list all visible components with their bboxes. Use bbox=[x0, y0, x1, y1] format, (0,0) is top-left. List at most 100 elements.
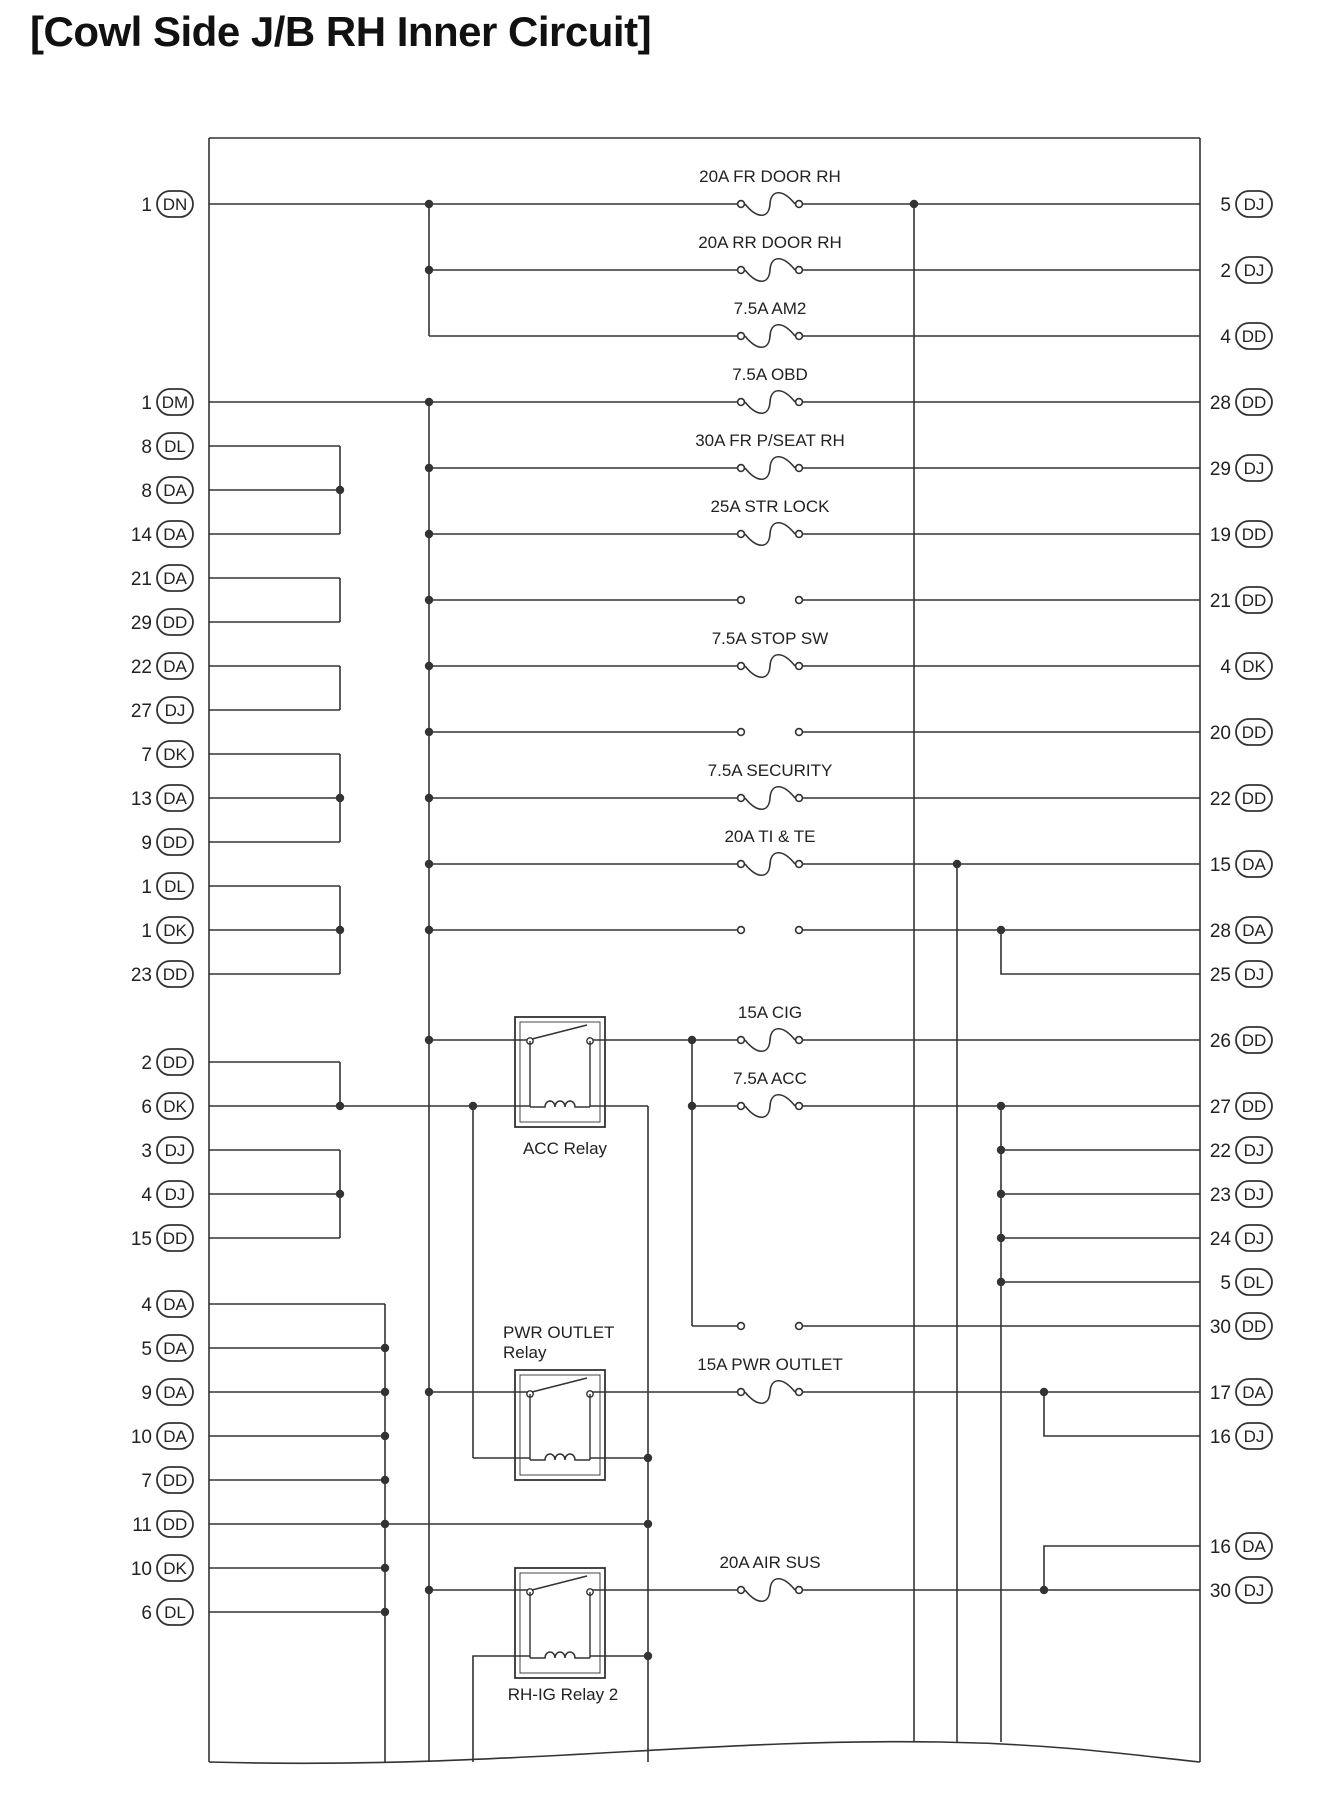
pin-number: 25 bbox=[1210, 965, 1231, 986]
fuse: 20A TI & TE bbox=[724, 827, 816, 877]
connector-oval bbox=[156, 564, 194, 592]
junction-dot bbox=[424, 925, 434, 935]
fuse-terminal bbox=[794, 397, 804, 407]
connector-code: DD bbox=[163, 1471, 188, 1490]
pin-number: 22 bbox=[1210, 1141, 1231, 1162]
pin-number: 1 bbox=[141, 393, 152, 414]
fuse-terminal bbox=[736, 463, 746, 473]
connector-oval bbox=[1235, 190, 1273, 218]
connector-code: DM bbox=[162, 393, 188, 412]
junction-dot bbox=[643, 1519, 653, 1529]
connector-oval bbox=[156, 1598, 194, 1626]
left-terminal: DA5 bbox=[141, 1334, 194, 1362]
connector-oval bbox=[156, 1092, 194, 1120]
fuse-terminal bbox=[794, 265, 804, 275]
connector-oval bbox=[1235, 1180, 1273, 1208]
connector-oval bbox=[1235, 718, 1273, 746]
pin-number: 15 bbox=[1210, 855, 1231, 876]
connector-code: DA bbox=[163, 789, 187, 808]
connector-code: DJ bbox=[165, 701, 186, 720]
right-terminal: DJ5 bbox=[1220, 190, 1273, 218]
left-terminal: DD9 bbox=[141, 828, 194, 856]
connector-code: DA bbox=[163, 1427, 187, 1446]
connector-code: DA bbox=[1242, 921, 1266, 940]
connector-oval bbox=[1235, 256, 1273, 284]
fuse-label: 7.5A STOP SW bbox=[712, 629, 829, 648]
connector-oval bbox=[156, 652, 194, 680]
left-terminal: DL1 bbox=[141, 872, 194, 900]
fuse-terminal bbox=[736, 331, 746, 341]
connector-oval bbox=[1235, 916, 1273, 944]
wire bbox=[1043, 1545, 1200, 1590]
left-terminal: DL8 bbox=[141, 432, 194, 460]
connector-oval bbox=[156, 1334, 194, 1362]
left-terminal: DM 1 bbox=[141, 388, 194, 416]
pin-number: 5 bbox=[141, 1339, 152, 1360]
connector-oval bbox=[156, 1136, 194, 1164]
fuse-element bbox=[744, 389, 796, 415]
fuse-terminal bbox=[736, 265, 746, 275]
junction-dot bbox=[335, 1189, 345, 1199]
fuse-terminal bbox=[736, 859, 746, 869]
connector-oval bbox=[1235, 1092, 1273, 1120]
connector-code: DD bbox=[163, 965, 188, 984]
pin-number: 27 bbox=[131, 701, 152, 722]
fuse-label: 25A STR LOCK bbox=[710, 497, 830, 516]
wire bbox=[1000, 930, 1200, 975]
fuse-terminal bbox=[736, 1035, 746, 1045]
connector-code: DJ bbox=[1244, 195, 1265, 214]
connector-code: DA bbox=[163, 1295, 187, 1314]
pin-number: 20 bbox=[1210, 723, 1231, 744]
pin-number: 4 bbox=[1220, 327, 1231, 348]
relay-box bbox=[514, 1016, 606, 1128]
connector-oval bbox=[1235, 1136, 1273, 1164]
connector-code: DD bbox=[1242, 393, 1267, 412]
fuse: 7.5A STOP SW bbox=[712, 629, 829, 679]
left-terminal: DA8 bbox=[141, 476, 194, 504]
junction-dot bbox=[335, 793, 345, 803]
junction-dot bbox=[380, 1519, 390, 1529]
connector-code: DJ bbox=[1244, 1229, 1265, 1248]
left-terminal: DJ4 bbox=[141, 1180, 194, 1208]
pin-number: 4 bbox=[141, 1295, 152, 1316]
pin-number: 27 bbox=[1210, 1097, 1231, 1118]
junction-dot bbox=[909, 199, 919, 209]
junction-dot bbox=[996, 1277, 1006, 1287]
fuse: 20A AIR SUS bbox=[719, 1553, 821, 1603]
connector-oval bbox=[156, 1510, 194, 1538]
fuse-terminal bbox=[736, 529, 746, 539]
junction-dot bbox=[996, 925, 1006, 935]
fuse-element bbox=[744, 1093, 796, 1119]
connector-oval bbox=[1235, 1422, 1273, 1450]
left-terminal: DA9 bbox=[141, 1378, 194, 1406]
junction-dot bbox=[424, 529, 434, 539]
pin-number: 9 bbox=[141, 1383, 152, 1404]
fuse-terminal bbox=[794, 199, 804, 209]
box-edge-bottom-break bbox=[208, 1740, 1201, 1765]
fuse-element bbox=[744, 653, 796, 679]
connector-oval bbox=[1235, 322, 1273, 350]
fuse-terminal bbox=[794, 1585, 804, 1595]
junction-dot bbox=[996, 1189, 1006, 1199]
junction-dot bbox=[424, 1585, 434, 1595]
fuse-label: 7.5A AM2 bbox=[734, 299, 807, 318]
connector-oval bbox=[1235, 1026, 1273, 1054]
fuse: 15A PWR OUTLET bbox=[697, 1355, 843, 1405]
relay-coil bbox=[530, 1651, 590, 1659]
fuse: 7.5A OBD bbox=[732, 365, 808, 415]
connector-code: DA bbox=[163, 657, 187, 676]
fuse-terminal bbox=[794, 1101, 804, 1111]
wires bbox=[208, 137, 1201, 1765]
connector-oval bbox=[156, 190, 194, 218]
fuse-terminal bbox=[794, 529, 804, 539]
junction-dot bbox=[1039, 1585, 1049, 1595]
fuse-terminal bbox=[736, 727, 746, 737]
